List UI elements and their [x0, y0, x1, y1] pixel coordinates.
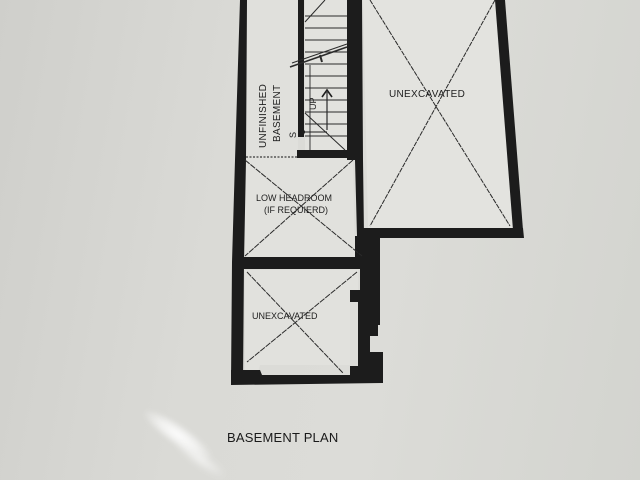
cross-lines — [244, 0, 511, 374]
right-stepped-wall — [350, 236, 383, 372]
unexcavated-small-label: UNEXCAVATED — [252, 311, 318, 321]
middle-divider-wall — [242, 257, 380, 269]
low-headroom-label-line2: (IF REQUIERD) — [264, 205, 328, 215]
unexcavated-large-label: UNEXCAVATED — [389, 89, 465, 100]
left-outer-wall — [231, 0, 247, 383]
unexcavated-large-bottom-wall — [363, 228, 524, 238]
svg-text:S: S — [288, 132, 298, 138]
low-headroom-label-line1: LOW HEADROOM — [256, 193, 332, 203]
stair-bottom-wall — [297, 150, 359, 158]
stair-up-label: UP — [308, 97, 318, 110]
stair-left-wall — [298, 0, 304, 137]
unexcavated-large-right-wall — [495, 0, 523, 230]
stair-start-dot — [301, 130, 305, 134]
plan-title: BASEMENT PLAN — [227, 430, 339, 445]
walls — [231, 0, 524, 385]
staircase — [289, 0, 348, 151]
bottom-outer-wall — [231, 366, 383, 385]
unfinished-basement-label-line2: BASEMENT — [272, 85, 283, 142]
unfinished-basement-label-line1: UNFINISHED — [258, 84, 269, 148]
center-wall — [347, 0, 364, 236]
up-arrow-icon — [321, 88, 333, 98]
